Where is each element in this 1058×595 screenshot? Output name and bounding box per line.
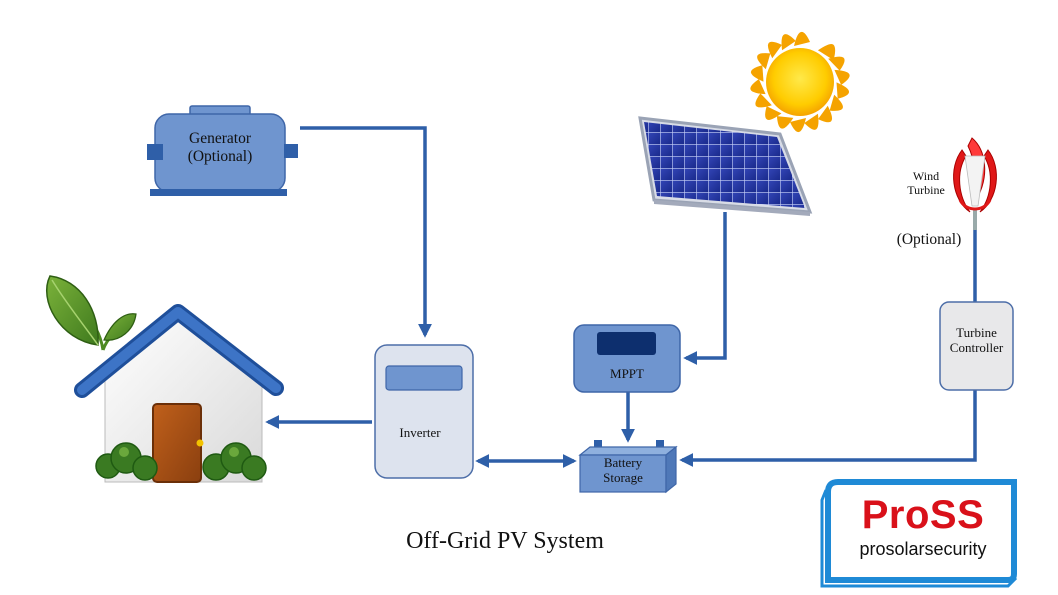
inverter-unit [374,344,474,479]
inverter-label: Inverter [399,425,441,440]
battery-label: Battery Storage [580,455,666,486]
turbine-controller-unit [939,301,1014,391]
wind-turbine-label-line2: Turbine [907,182,945,197]
pross-logo-frame [820,479,1018,588]
wind-turbine-optional-label: (Optional) [896,231,962,248]
turbine-controller-label-line2: Controller [949,339,1004,355]
turbine-controller-label: Turbine Controller [940,325,1013,356]
wind-turbine-label: Wind Turbine [900,169,952,198]
diagram-caption: Off-Grid PV System [406,528,604,554]
wind-turbine-label-line1: Wind [912,169,940,183]
sun-icon [750,31,850,133]
mppt-label: MPPT [610,366,644,381]
battery-unit [578,440,678,494]
wire-generator-to-inverter [300,126,432,338]
generator-label-line1: Generator [189,130,251,147]
wind-turbine-icon [953,137,997,230]
wire-controller-to-battery [679,390,977,467]
logo-subtitle: prosolarsecurity [859,539,987,559]
wires [265,126,977,468]
logo-wordmark: ProSS [861,493,985,537]
battery-label-line1: Battery [603,455,643,470]
generator-label: Generator (Optional) [170,130,270,166]
mppt-unit [573,324,681,393]
battery-label-line2: Storage [603,469,643,485]
generator [147,105,298,196]
solar-panel [638,116,813,216]
turbine-controller-label-line1: Turbine [956,325,997,340]
generator-optional-label: (Optional) [187,147,253,165]
house [45,275,284,483]
wire-panel-to-mppt [683,212,727,365]
